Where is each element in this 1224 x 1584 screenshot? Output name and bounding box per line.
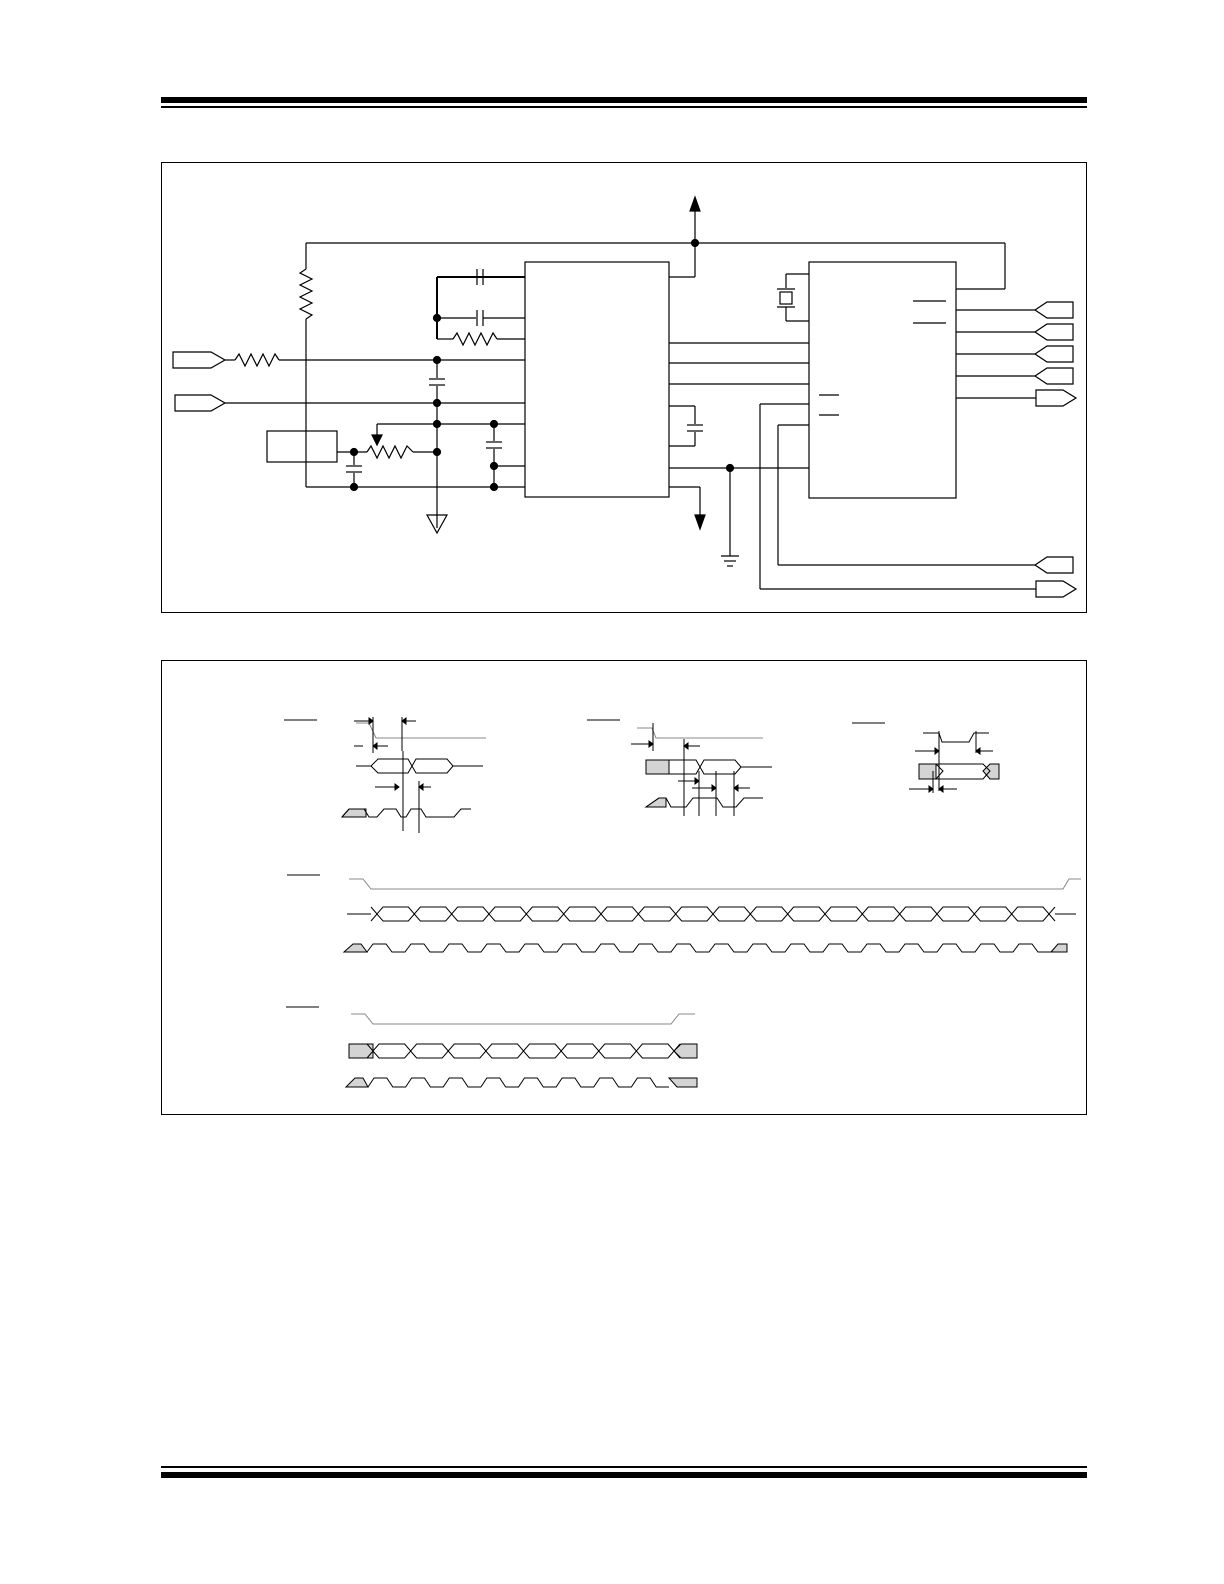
resistor-icon: [452, 331, 498, 347]
header-rule-thin: [161, 106, 1087, 108]
shaded-data-icon: [667, 1077, 698, 1088]
timing-waveform-icon: [356, 722, 486, 739]
output-connector: [1033, 323, 1074, 341]
input-connector: [1035, 580, 1078, 598]
potentiometer-icon: [371, 434, 383, 447]
header-rule-thick: [161, 97, 1087, 103]
right-ic: [808, 261, 957, 499]
data-lower-edge: [370, 913, 1056, 922]
output-connector: [1033, 556, 1074, 574]
reference-box: [266, 430, 338, 463]
resistor-icon: [234, 352, 280, 368]
footer-rule-thin: [161, 1466, 1087, 1468]
clock-waveform: [367, 1077, 669, 1088]
shaded-data-icon: [1049, 943, 1068, 953]
shaded-data-icon: [645, 759, 670, 775]
timing-figure: [161, 660, 1087, 1115]
arrow-down-icon: [694, 514, 706, 531]
timing-waveform-icon: [349, 878, 1081, 890]
output-connector: [1033, 345, 1074, 363]
data-waveform: [347, 906, 1076, 922]
input-connector: [174, 394, 227, 412]
resistor-icon: [366, 444, 414, 460]
input-connector: [172, 351, 227, 369]
schematic-diagram: [172, 195, 1078, 598]
crystal-icon: [779, 291, 793, 305]
footer-rule-thick: [161, 1472, 1087, 1478]
shaded-data-icon: [644, 797, 667, 808]
data-upper-edge: [366, 1043, 681, 1052]
arrow-up-icon: [689, 195, 701, 212]
output-connector: [1033, 367, 1074, 385]
schematic-figure: [161, 162, 1087, 613]
shaded-data-icon: [342, 943, 368, 953]
shaded-data-icon: [344, 1077, 369, 1088]
ground-icon: [425, 514, 449, 535]
clock-edge: [367, 1077, 669, 1088]
clock-waveform: [342, 943, 1068, 953]
timing-diagram: [284, 717, 1081, 1088]
resistor-icon: [298, 268, 314, 320]
output-connector: [1033, 301, 1074, 319]
timing-waveform-icon: [637, 727, 763, 739]
data-waveform: [349, 1043, 681, 1059]
shaded-data-icon: [673, 1043, 698, 1059]
left-ic: [524, 261, 670, 498]
timing-waveform-icon: [923, 732, 989, 743]
timing-waveform-icon: [351, 1013, 695, 1025]
data-lower-edge: [366, 1050, 681, 1059]
clock-edge: [366, 943, 1051, 953]
data-upper-edge: [370, 906, 1056, 915]
input-connector: [1035, 389, 1078, 407]
